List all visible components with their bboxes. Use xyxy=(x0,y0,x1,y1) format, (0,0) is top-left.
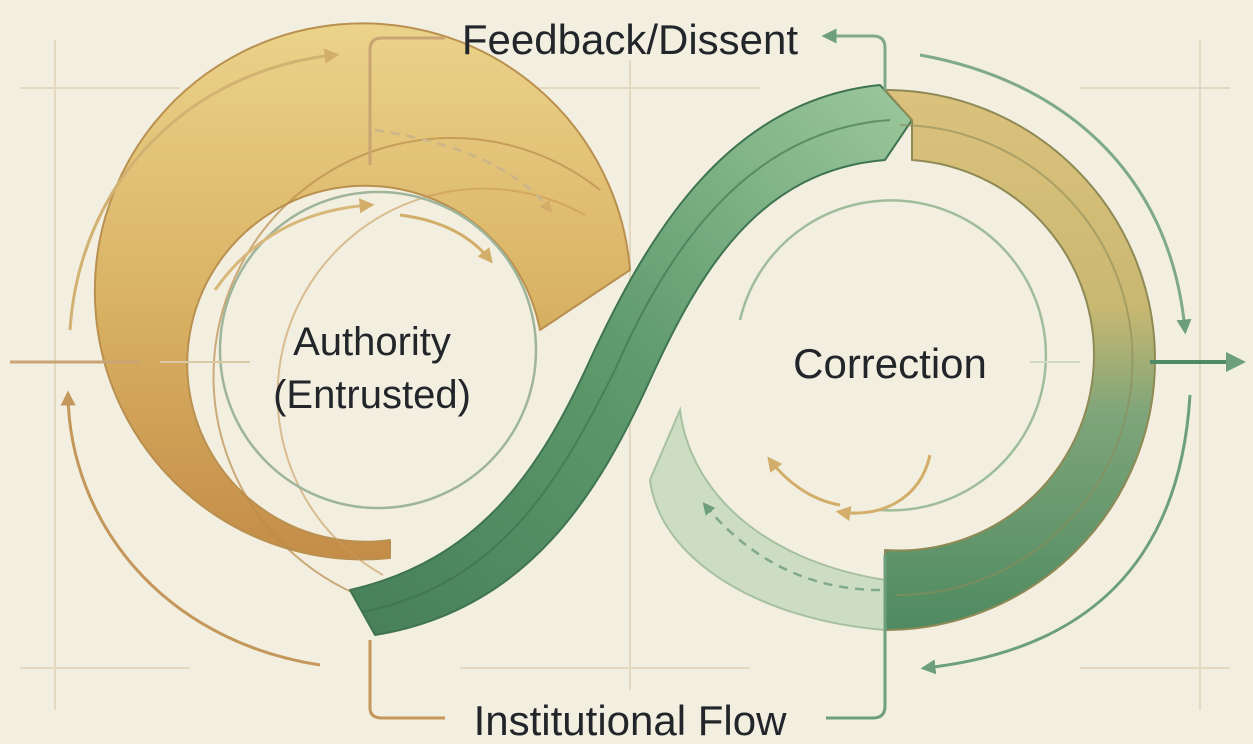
bottom-right-bracket xyxy=(826,555,887,720)
authority-loop-band xyxy=(93,22,631,561)
top-label: Feedback/Dissent xyxy=(462,16,798,63)
top-left-bracket xyxy=(368,36,445,165)
outer-arrow-top-right xyxy=(919,53,1192,335)
bottom-left-bracket xyxy=(368,640,445,720)
inner-arrow-4 xyxy=(767,456,841,507)
dashed-feedback-arrow xyxy=(374,128,553,213)
dashed-return-arrow xyxy=(702,502,881,592)
correction-inner-ring xyxy=(738,199,1048,512)
inner-arrow-1 xyxy=(213,198,375,291)
inner-arrow-3 xyxy=(835,454,932,521)
authority-band-stripe-outer xyxy=(212,137,601,604)
crossover-band-stripe xyxy=(361,119,891,613)
outer-arrow-bottom-right xyxy=(920,394,1192,675)
authority-band-stripe-inner xyxy=(276,187,586,576)
outer-arrow-bottom-left xyxy=(60,390,321,667)
correction-loop-band xyxy=(884,89,1156,631)
authority-inner-ring xyxy=(218,190,538,510)
return-wedge xyxy=(648,406,886,632)
correction-label: Correction xyxy=(793,340,987,387)
bottom-label: Institutional Flow xyxy=(474,697,787,744)
top-right-bracket xyxy=(821,28,887,90)
authority-label-line1: Authority xyxy=(293,320,451,364)
outer-arrow-top-left xyxy=(68,48,340,331)
inner-arrow-2 xyxy=(399,213,493,264)
authority-label-line2: (Entrusted) xyxy=(273,373,471,417)
correction-band-stripe xyxy=(894,124,1134,597)
